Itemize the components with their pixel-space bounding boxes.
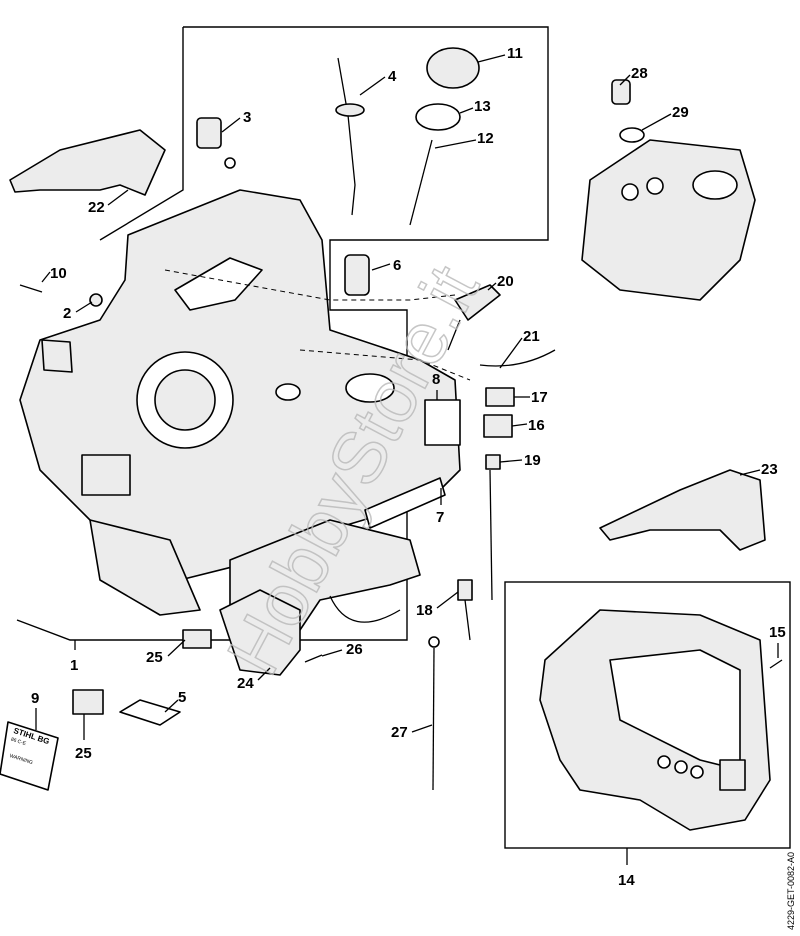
part-10-screw	[19, 284, 43, 293]
label-25b: 25	[75, 745, 92, 762]
part-6-filter	[344, 254, 370, 296]
label-6: 6	[393, 257, 401, 274]
part-16-switch	[483, 414, 513, 438]
callout-numbers: 1 2 3 4 5 6 7 8 9 10 11 12 13 14 15 16 1…	[31, 45, 786, 889]
part-5-sticker	[119, 699, 181, 726]
label-22: 22	[88, 199, 105, 216]
part-23-cover	[599, 469, 766, 551]
part-4-fuel-line	[335, 57, 365, 216]
label-16: 16	[528, 417, 545, 434]
fuel-tank	[581, 139, 756, 301]
assembly-14-box	[504, 581, 791, 849]
label-26: 26	[346, 641, 363, 658]
label-7: 7	[436, 509, 444, 526]
part-25a	[182, 629, 212, 649]
label-9: 9	[31, 690, 39, 707]
label-25a: 25	[146, 649, 163, 666]
label-2: 2	[63, 305, 71, 322]
part-12-rod	[409, 139, 433, 226]
part-21-wire	[479, 349, 556, 367]
part-18-harness	[457, 579, 473, 641]
label-29: 29	[672, 104, 689, 121]
label-5: 5	[178, 689, 186, 706]
part-14-handle	[539, 609, 771, 831]
label-24: 24	[237, 675, 254, 692]
label-19: 19	[524, 452, 541, 469]
label-8: 8	[432, 371, 440, 388]
part-26-screw	[304, 654, 323, 663]
label-1: 1	[70, 657, 78, 674]
label-18: 18	[416, 602, 433, 619]
part-9-sticker	[0, 721, 59, 791]
label-27: 27	[391, 724, 408, 741]
label-23: 23	[761, 461, 778, 478]
drawing-code: 4229-GET-0082-A0	[786, 852, 796, 930]
part-27-wire	[428, 636, 440, 791]
part-29	[619, 127, 645, 143]
leader-lines	[35, 54, 779, 865]
label-15: 15	[769, 624, 786, 641]
part-15-screw	[769, 659, 783, 669]
part-20-lever	[447, 284, 501, 351]
label-13: 13	[474, 98, 491, 115]
label-12: 12	[477, 130, 494, 147]
part-2	[89, 293, 103, 307]
sticker-line: 86 C-E	[10, 737, 27, 748]
assembly-1-outline-left	[99, 27, 184, 241]
label-3: 3	[243, 109, 251, 126]
part-24-handle	[219, 589, 301, 676]
label-17: 17	[531, 389, 548, 406]
part-22-handle-cover	[9, 129, 166, 196]
part-25b	[72, 689, 104, 715]
part-8-sticker	[424, 399, 461, 446]
part-7-sticker	[364, 477, 446, 529]
part-11-cap	[426, 47, 480, 89]
label-11: 11	[507, 45, 523, 62]
part-17	[485, 387, 515, 407]
label-4: 4	[388, 68, 397, 85]
part-28	[611, 79, 631, 105]
label-14: 14	[618, 872, 635, 889]
label-10: 10	[50, 265, 67, 282]
label-28: 28	[631, 65, 648, 82]
part-13-o-ring	[415, 103, 461, 131]
label-20: 20	[497, 273, 514, 290]
label-21: 21	[523, 328, 540, 345]
part-19	[485, 454, 501, 601]
part-3	[196, 117, 236, 169]
